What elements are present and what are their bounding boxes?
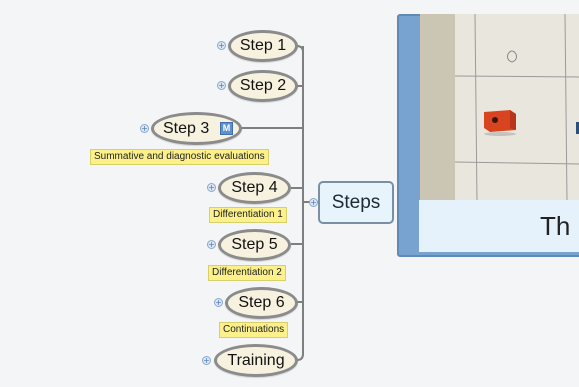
node-step-6-label: Step 6 xyxy=(238,294,285,311)
caption-text: Th xyxy=(540,210,571,241)
image-topic-photo xyxy=(420,14,579,202)
expand-step-2-icon[interactable]: + xyxy=(217,81,226,90)
node-step-6[interactable]: Step 6 xyxy=(225,287,298,319)
marker-m-icon[interactable]: M xyxy=(220,122,233,135)
expand-step-3-icon[interactable]: + xyxy=(140,124,149,133)
root-node-label: Steps xyxy=(331,191,381,213)
trunk-line xyxy=(296,46,304,361)
note-step-4-text: Differentiation 1 xyxy=(213,209,283,220)
expand-step-4-icon[interactable]: + xyxy=(207,183,216,192)
image-topic-caption: Th xyxy=(419,200,579,252)
note-step-3[interactable]: Summative and diagnostic evaluations xyxy=(90,149,269,165)
node-step-2-label: Step 2 xyxy=(239,77,287,94)
note-step-6[interactable]: Continuations xyxy=(219,322,289,338)
root-node-steps[interactable]: Steps xyxy=(318,181,394,224)
node-step-5[interactable]: Step 5 xyxy=(218,229,291,261)
expand-step-5-icon[interactable]: + xyxy=(207,240,216,249)
note-step-4[interactable]: Differentiation 1 xyxy=(209,207,287,223)
node-step-5-label: Step 5 xyxy=(231,236,278,253)
note-step-5[interactable]: Differentiation 2 xyxy=(208,265,286,281)
root-collapse-icon[interactable]: + xyxy=(309,198,318,207)
node-step-3-label: Step 3 xyxy=(163,119,210,137)
expand-training-icon[interactable]: + xyxy=(202,356,211,365)
node-step-1[interactable]: Step 1 xyxy=(228,30,298,62)
node-step-1-label: Step 1 xyxy=(239,37,287,54)
node-step-4-label: Step 4 xyxy=(231,179,278,196)
node-step-3[interactable]: Step 3 xyxy=(151,112,242,145)
note-step-6-text: Continuations xyxy=(223,324,285,335)
note-step-5-text: Differentiation 2 xyxy=(212,267,282,278)
node-training-label: Training xyxy=(227,351,285,369)
node-training[interactable]: Training xyxy=(214,344,298,377)
expand-step-1-icon[interactable]: + xyxy=(217,41,226,50)
note-step-3-text: Summative and diagnostic evaluations xyxy=(94,151,265,162)
node-step-2[interactable]: Step 2 xyxy=(228,70,298,102)
photo-drawing xyxy=(454,14,579,202)
expand-step-6-icon[interactable]: + xyxy=(214,298,223,307)
node-step-4[interactable]: Step 4 xyxy=(218,172,291,204)
